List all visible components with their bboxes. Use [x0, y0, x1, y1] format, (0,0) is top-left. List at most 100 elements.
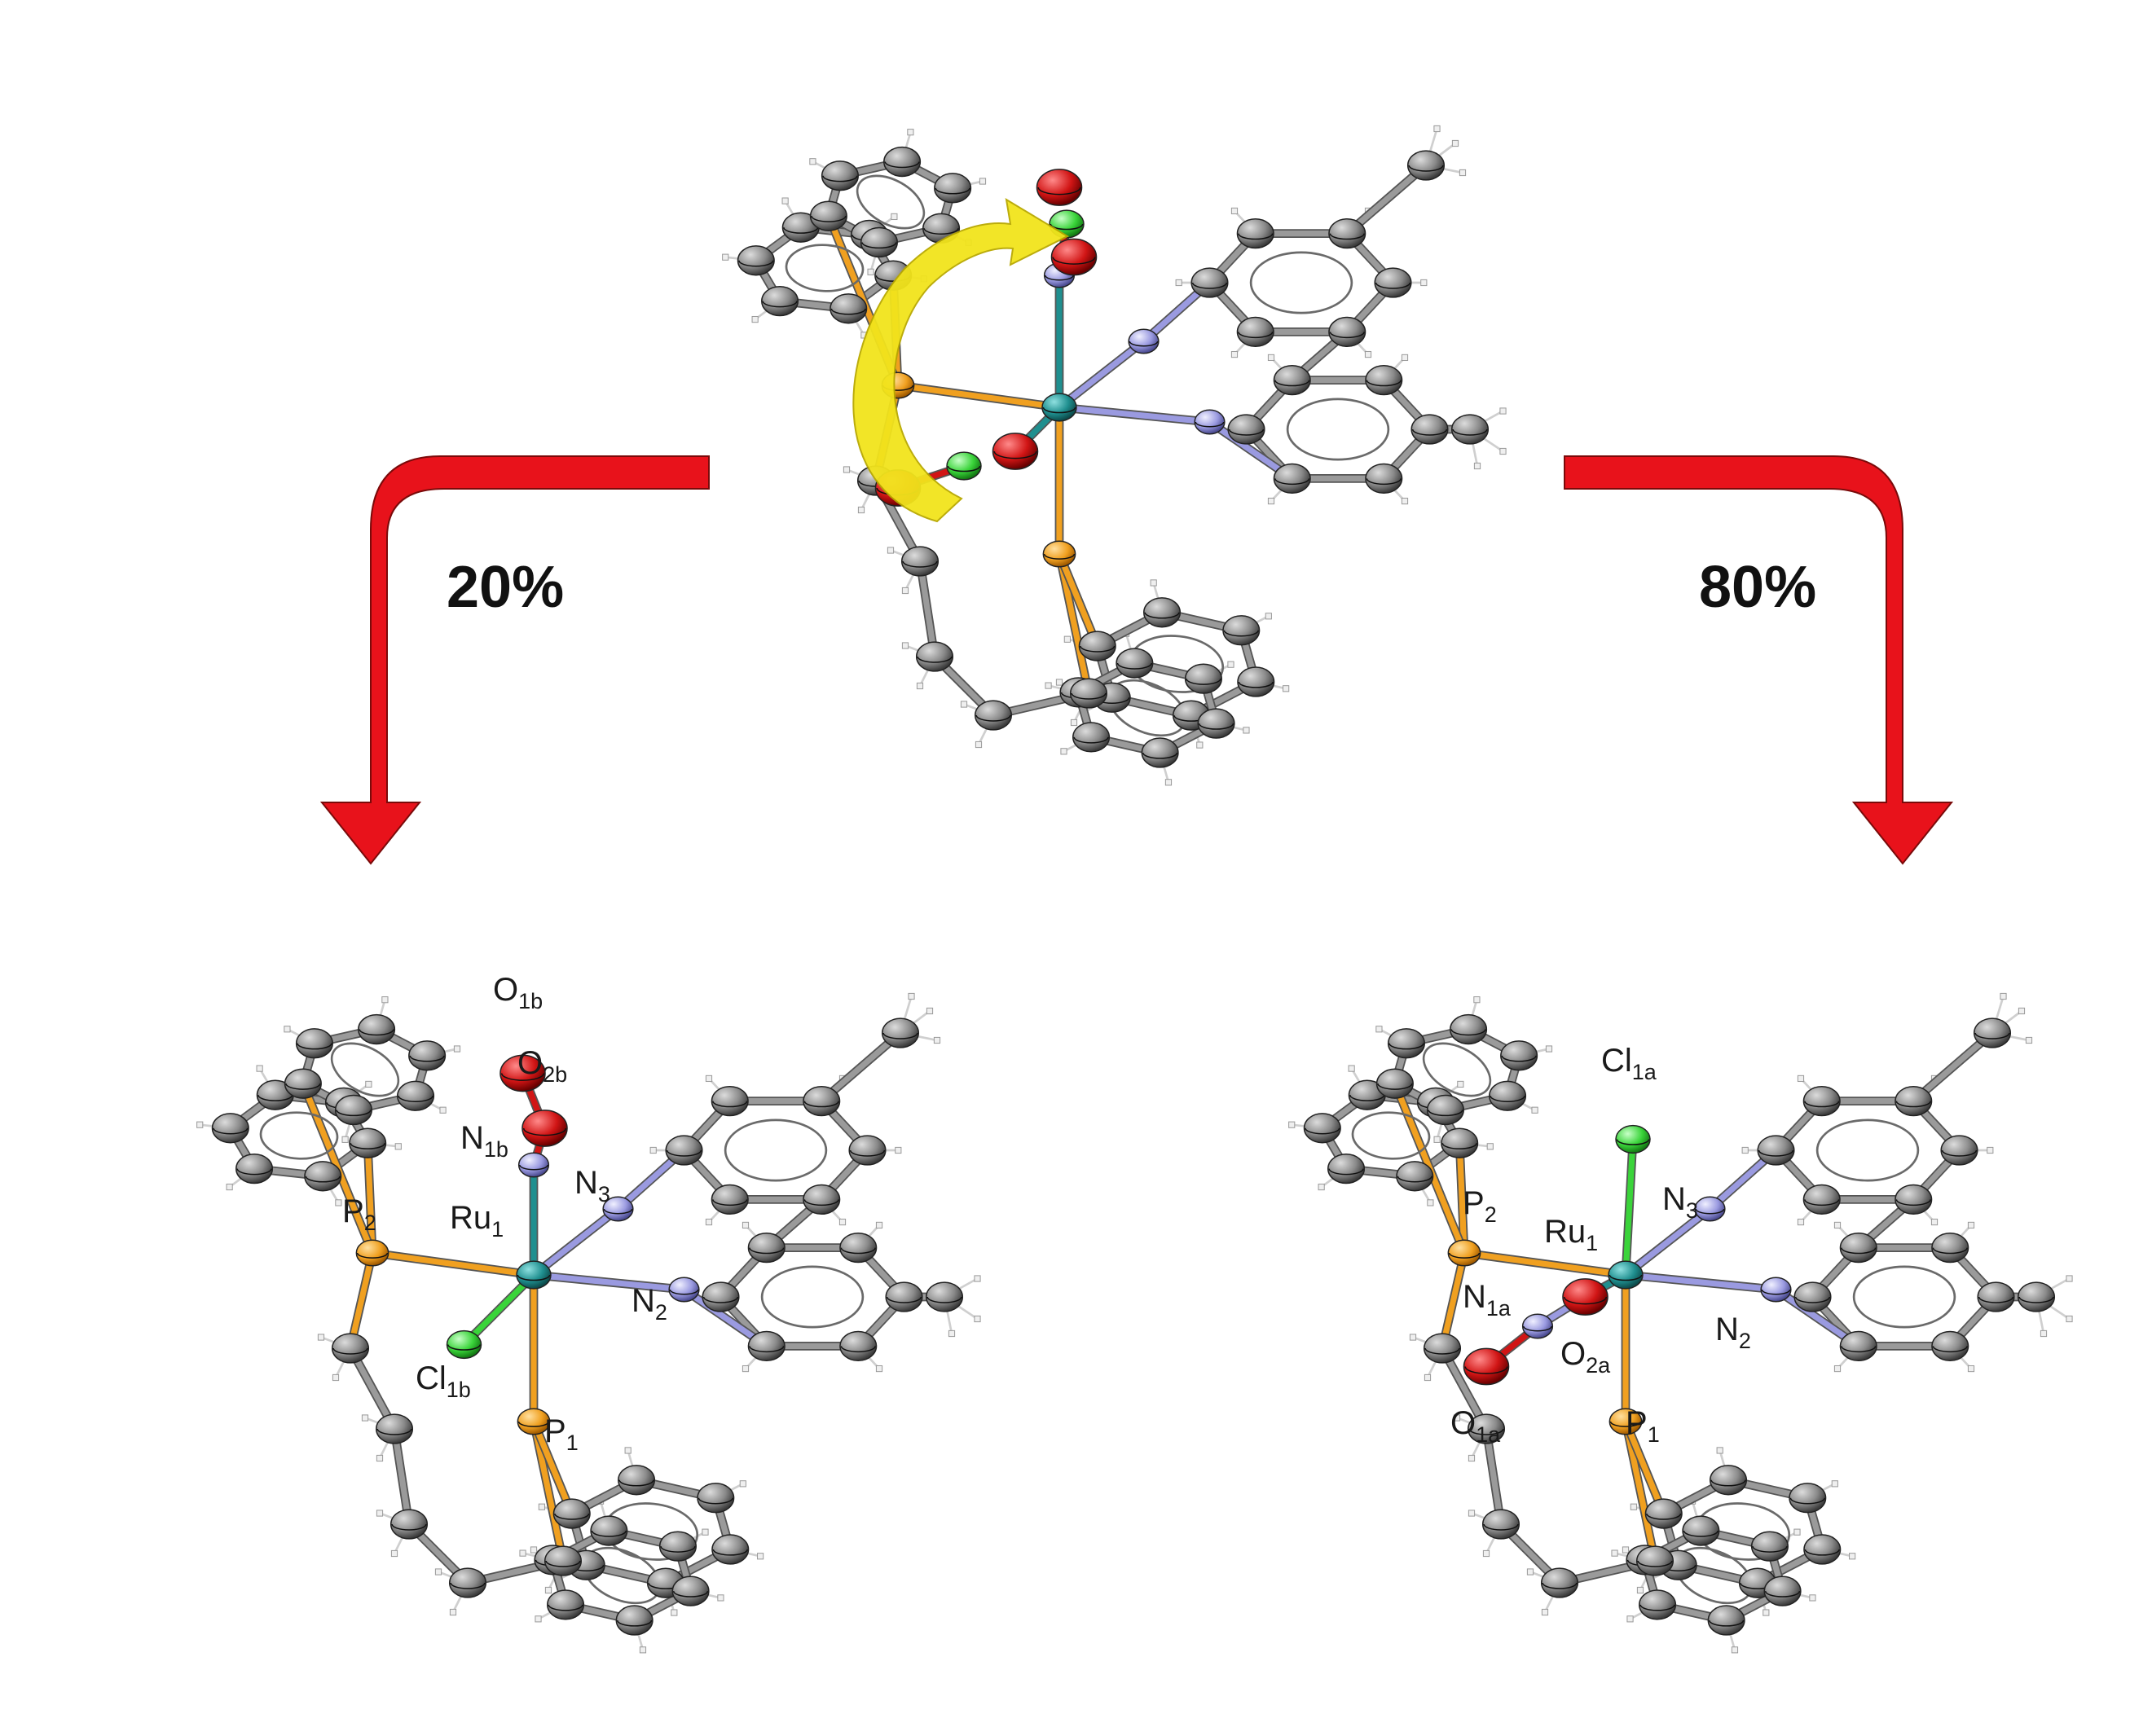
atom-ellipsoid-line: [1895, 1199, 1931, 1206]
atom-label-n3: N3: [574, 1165, 610, 1206]
hydrogen-atom: [705, 1075, 713, 1083]
hydrogen-atom: [960, 701, 968, 708]
atom-ellipsoid-line: [2018, 1296, 2054, 1303]
atom-c: [1802, 1184, 1841, 1215]
bond: [917, 558, 938, 660]
atom-label-n2: N2: [632, 1283, 667, 1325]
atom-ellipsoid-line: [1349, 1095, 1385, 1101]
atom-ellipsoid-line: [517, 1274, 551, 1281]
atom-ellipsoid-line: [1794, 1296, 1831, 1303]
bond: [818, 1030, 904, 1105]
atom-c: [885, 1281, 923, 1312]
atom-c: [618, 1465, 656, 1496]
atom-c: [235, 1153, 274, 1184]
atom-c: [711, 1534, 750, 1565]
hydrogen-atom: [867, 268, 874, 275]
hydrogen-atom: [1967, 1365, 1975, 1373]
atom-c: [1410, 414, 1449, 445]
atom-label-symbol: Ru: [450, 1200, 491, 1236]
atom-ellipsoid-line: [738, 260, 774, 267]
atom-ellipsoid-line: [830, 308, 866, 315]
atom-c: [1303, 1113, 1341, 1144]
atom-c: [334, 1094, 372, 1126]
atom-label-symbol: P: [342, 1193, 364, 1229]
atom-c: [1374, 267, 1412, 298]
atom-c: [1710, 1465, 1748, 1496]
hydrogen-atom: [751, 315, 759, 323]
atom-ellipsoid-line: [1238, 233, 1274, 240]
bond: [1456, 1140, 1468, 1256]
hydrogen-atom: [381, 996, 389, 1004]
atom-ellipsoid-line: [1932, 1346, 1968, 1352]
atom-ellipsoid-line: [1274, 478, 1310, 485]
hydrogen-atom: [933, 1036, 941, 1044]
hydrogen-atom: [895, 1146, 902, 1154]
hydrogen-atom: [1499, 407, 1507, 415]
atom-n: [1521, 1313, 1554, 1339]
atom-c: [671, 1576, 710, 1606]
atom-ellipsoid-line: [1639, 1604, 1675, 1611]
atom-ellipsoid-line: [1377, 1083, 1413, 1090]
atom-ellipsoid-line: [1366, 478, 1402, 485]
atom-c: [1793, 1281, 1832, 1312]
atom-c: [658, 1531, 697, 1562]
bond: [1622, 1206, 1714, 1278]
hydrogen-atom: [256, 1065, 263, 1072]
atom-c: [408, 1040, 447, 1071]
hydrogen-atom: [1741, 1146, 1749, 1154]
atom-label-symbol: Cl: [416, 1360, 447, 1396]
atom-c: [1184, 663, 1222, 694]
atom-label-subscript: 2a: [1586, 1353, 1611, 1378]
atom-ellipsoid-line: [1186, 678, 1221, 685]
hydrogen-atom: [916, 682, 924, 690]
hydrogen-atom: [1230, 350, 1239, 358]
product-complex-20: [196, 992, 981, 1654]
atom-c: [974, 700, 1013, 731]
atom-ellipsoid-line: [447, 1344, 481, 1351]
atom-label-subscript: 2: [655, 1300, 667, 1325]
right-reaction-arrow: [1564, 455, 1954, 865]
atom-label-symbol: O: [517, 1045, 543, 1081]
atom-ellipsoid-line: [712, 1199, 748, 1206]
atom-ellipsoid-line: [1329, 233, 1365, 240]
hydrogen-atom: [1348, 1065, 1355, 1072]
atom-c: [925, 1281, 964, 1312]
hydrogen-atom: [781, 197, 789, 204]
hydrogen-atom: [717, 1594, 724, 1602]
atom-c: [544, 1545, 583, 1576]
atom-ellipsoid-line: [616, 1620, 653, 1627]
atom-ellipsoid-line: [1501, 1055, 1537, 1062]
atom-ellipsoid-line: [391, 1523, 427, 1531]
atom-c: [1328, 316, 1366, 348]
atom-p: [517, 1408, 551, 1435]
hydrogen-atom: [1468, 1510, 1476, 1517]
hydrogen-atom: [1230, 207, 1239, 215]
atom-c: [1931, 1232, 1969, 1264]
atom-c: [1423, 1333, 1462, 1364]
atom-c: [1236, 316, 1274, 348]
hydrogen-atom: [361, 1414, 369, 1422]
atom-ellipsoid-line: [1789, 1497, 1825, 1505]
atom-c: [1803, 1534, 1842, 1565]
atom-label-subscript: 1a: [1476, 1422, 1501, 1447]
hydrogen-atom: [449, 1608, 457, 1616]
atom-c: [839, 1232, 878, 1264]
hydrogen-atom: [722, 253, 729, 261]
atom-ellipsoid-line: [1195, 421, 1225, 428]
atom-label-subscript: 1b: [484, 1137, 508, 1162]
atom-c: [1639, 1589, 1677, 1620]
atom-o: [992, 433, 1039, 470]
atom-c: [1707, 1605, 1745, 1636]
atom-c: [615, 1605, 654, 1636]
hydrogen-atom: [742, 1365, 750, 1373]
aromatic-ring-circle: [785, 244, 865, 292]
aromatic-ring-circle: [259, 1111, 339, 1160]
atom-ellipsoid-line: [1037, 187, 1081, 196]
atom-ellipsoid-line: [359, 1029, 394, 1036]
hydrogen-atom: [439, 1106, 447, 1114]
yield-left-label: 20%: [447, 555, 564, 620]
hydrogen-atom: [702, 1528, 709, 1536]
atom-ellipsoid-line: [762, 301, 798, 308]
atom-ellipsoid-line: [1375, 282, 1411, 289]
